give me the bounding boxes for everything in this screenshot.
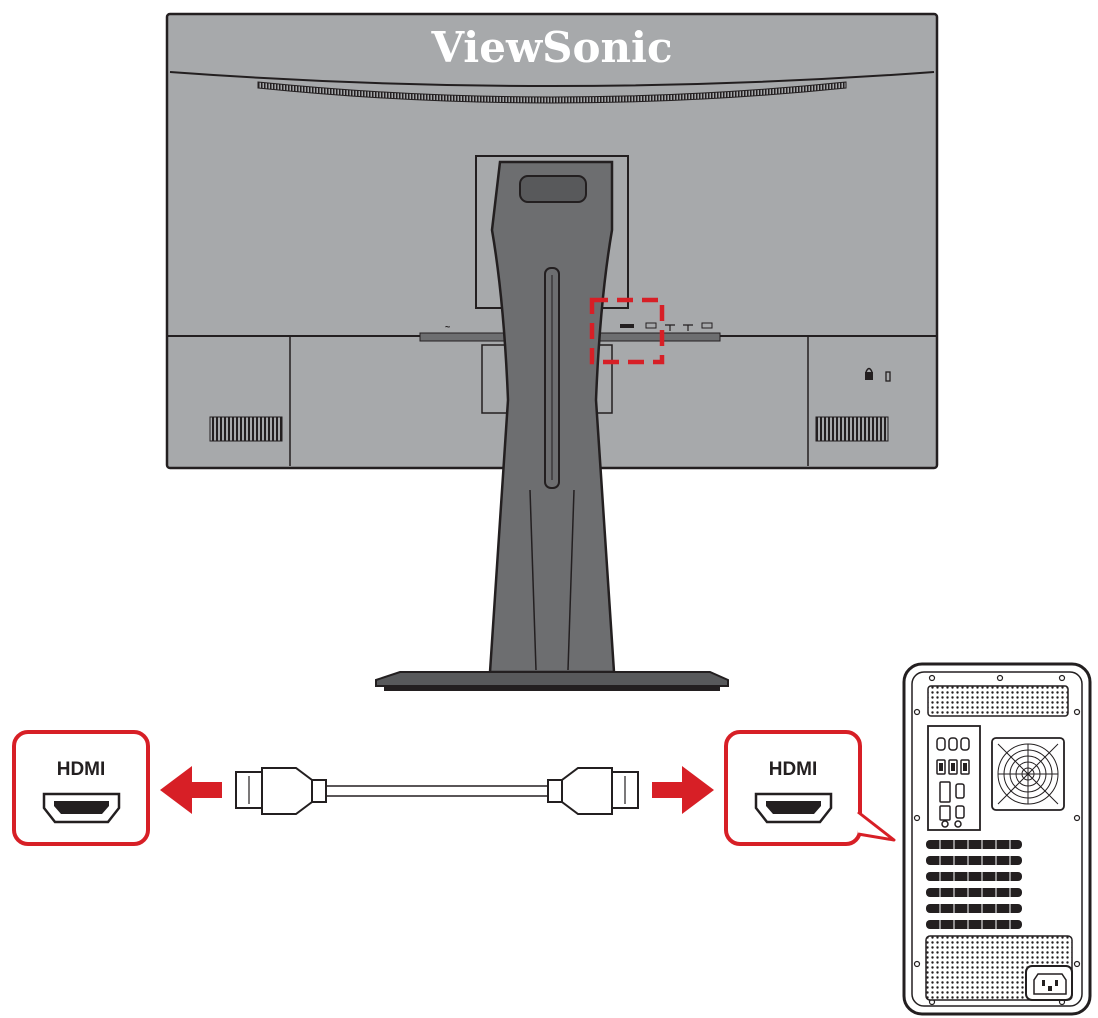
expansion-slots [926, 840, 1022, 929]
hdmi-port-highlight [589, 297, 665, 365]
hdmi-port-icon [42, 792, 121, 824]
right-callout-pointer [857, 810, 896, 842]
left-arrow-icon [160, 766, 222, 814]
stand-handle [519, 175, 587, 203]
left-speaker-grille [209, 416, 283, 442]
monitor-vent-ridge [257, 81, 847, 104]
right-callout-label: HDMI [769, 759, 818, 780]
right-hdmi-callout: HDMI [724, 730, 896, 846]
svg-text:~: ~ [445, 322, 450, 332]
right-speaker-grille [815, 416, 889, 442]
io-port-icons [620, 322, 713, 331]
power-socket-icon [1025, 965, 1073, 1001]
left-callout-box [12, 730, 150, 846]
right-arrow-icon [652, 766, 714, 814]
right-callout-box [724, 730, 862, 846]
stand-base [375, 671, 729, 687]
hdmi-cable-icon [235, 767, 639, 815]
left-callout-label: HDMI [57, 759, 106, 780]
left-hdmi-callout: HDMI [12, 730, 150, 846]
monitor-top-seam [169, 71, 935, 87]
pc-tower [902, 662, 1092, 1016]
top-vent [927, 685, 1069, 717]
monitor-stand [375, 160, 729, 691]
kensington-lock-icon [865, 367, 891, 382]
hdmi-port-icon [754, 792, 833, 824]
brand-logo: ViewSonic [430, 23, 672, 72]
